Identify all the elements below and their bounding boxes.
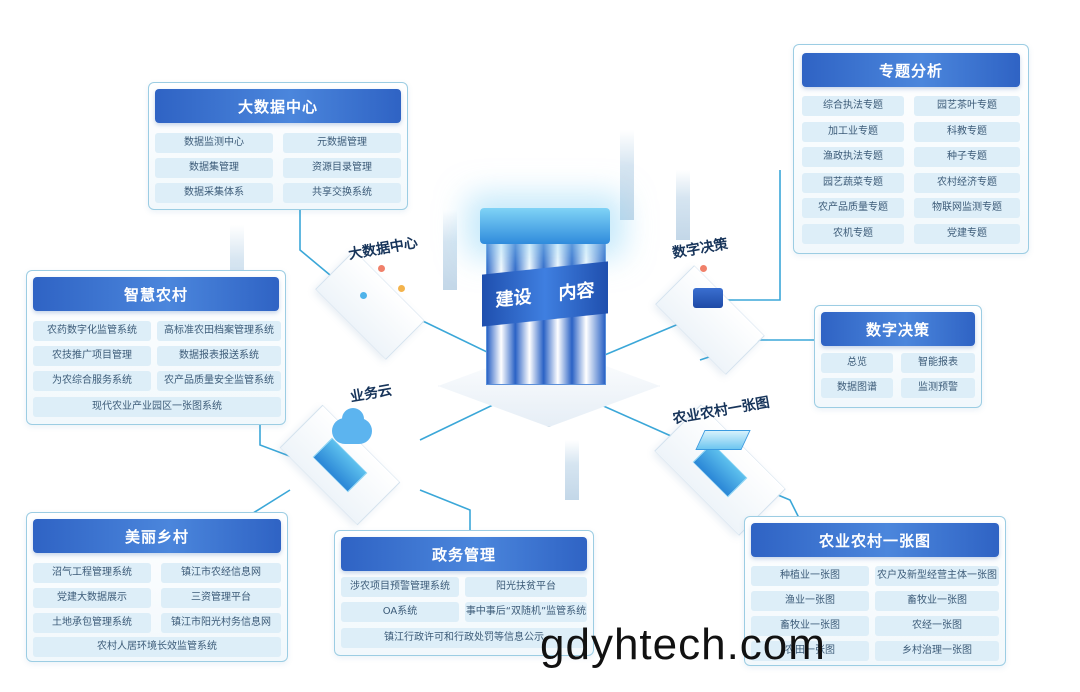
cloud-icon	[332, 408, 372, 444]
panel-item[interactable]: 土地承包管理系统	[33, 613, 151, 633]
center-label-left: 建设	[495, 286, 532, 312]
panel-item[interactable]: 数据报表报送系统	[157, 346, 281, 366]
panel-item[interactable]: 科教专题	[914, 122, 1020, 142]
panel-item[interactable]: 事中事后“双随机”监管系统	[465, 602, 587, 622]
panel-item[interactable]: 物联网监测专题	[914, 198, 1020, 218]
panel-item[interactable]: 党建专题	[914, 224, 1020, 244]
panel-item[interactable]: 总览	[821, 353, 893, 373]
panel-item[interactable]: 综合执法专题	[802, 96, 904, 116]
decision-device-icon	[693, 288, 723, 308]
panel-item[interactable]: 园艺蔬菜专题	[802, 173, 904, 193]
panel-item[interactable]: 元数据管理	[283, 133, 401, 153]
data-node-icon	[378, 265, 385, 272]
decision-dot-icon	[700, 265, 707, 272]
panel-item[interactable]: 园艺茶叶专题	[914, 96, 1020, 116]
panel-item[interactable]: 农产品质量安全监管系统	[157, 371, 281, 391]
data-node-icon	[398, 285, 405, 292]
panel-title: 政务管理	[341, 537, 587, 571]
bg-pillar	[676, 170, 690, 240]
panel-item[interactable]: 渔业一张图	[751, 591, 869, 611]
bg-pillar	[565, 440, 579, 500]
panel-item[interactable]: 农技推广项目管理	[33, 346, 151, 366]
watermark: gdyhtech.com	[540, 620, 826, 669]
panel-item[interactable]: 共享交换系统	[283, 183, 401, 203]
panel-agrimap: 农业农村一张图 种植业一张图 农户及新型经营主体一张图 渔业一张图 畜牧业一张图…	[744, 516, 1006, 666]
panel-item[interactable]: 农产品质量专题	[802, 198, 904, 218]
panel-bigdata: 大数据中心 数据监测中心 元数据管理 数据集管理 资源目录管理 数据采集体系 共…	[148, 82, 408, 210]
bg-pillar	[620, 130, 634, 220]
panel-item[interactable]: 渔政执法专题	[802, 147, 904, 167]
panel-title: 智慧农村	[33, 277, 279, 311]
panel-item[interactable]: 现代农业产业园区一张图系统	[33, 397, 281, 417]
panel-item[interactable]: 农村人居环境长效监管系统	[33, 637, 281, 657]
panel-item[interactable]: 阳光扶贫平台	[465, 577, 587, 597]
bg-pillar	[443, 210, 457, 290]
panel-item[interactable]: 种植业一张图	[751, 566, 869, 586]
panel-item[interactable]: 数据图谱	[821, 378, 893, 398]
panel-item[interactable]: 涉农项目预警管理系统	[341, 577, 459, 597]
panel-item[interactable]: 畜牧业一张图	[875, 591, 999, 611]
panel-item[interactable]: 数据采集体系	[155, 183, 273, 203]
panel-item[interactable]: 资源目录管理	[283, 158, 401, 178]
center-tower-cap	[480, 208, 610, 244]
panel-item[interactable]: 监测预警	[901, 378, 975, 398]
panel-item[interactable]: 镇江行政许可和行政处罚等信息公示	[341, 628, 587, 648]
panel-title: 大数据中心	[155, 89, 401, 123]
panel-item[interactable]: 数据集管理	[155, 158, 273, 178]
panel-item[interactable]: 沼气工程管理系统	[33, 563, 151, 583]
panel-item[interactable]: 为农综合服务系统	[33, 371, 151, 391]
panel-title: 农业农村一张图	[751, 523, 999, 557]
panel-title: 美丽乡村	[33, 519, 281, 553]
panel-item[interactable]: 镇江市农经信息网	[161, 563, 281, 583]
panel-topic: 专题分析 综合执法专题 园艺茶叶专题 加工业专题 科教专题 渔政执法专题 种子专…	[793, 44, 1029, 254]
panel-item[interactable]: 农经一张图	[875, 616, 999, 636]
panel-item[interactable]: 高标准农田档案管理系统	[157, 321, 281, 341]
panel-item[interactable]: 乡村治理一张图	[875, 641, 999, 661]
panel-item[interactable]: 农户及新型经营主体一张图	[875, 566, 999, 586]
panel-item[interactable]: 数据监测中心	[155, 133, 273, 153]
panel-item[interactable]: 农村经济专题	[914, 173, 1020, 193]
panel-decision: 数字决策 总览 智能报表 数据图谱 监测预警	[814, 305, 982, 408]
data-node-icon	[360, 292, 367, 299]
panel-item[interactable]: 加工业专题	[802, 122, 904, 142]
panel-item[interactable]: 党建大数据展示	[33, 588, 151, 608]
panel-item[interactable]: OA系统	[341, 602, 459, 622]
panel-title: 专题分析	[802, 53, 1020, 87]
book-icon	[695, 430, 751, 450]
center-label-right: 内容	[558, 279, 595, 305]
panel-item[interactable]: 智能报表	[901, 353, 975, 373]
panel-item[interactable]: 三资管理平台	[161, 588, 281, 608]
panel-gov: 政务管理 涉农项目预警管理系统 阳光扶贫平台 OA系统 事中事后“双随机”监管系…	[334, 530, 594, 656]
panel-item[interactable]: 种子专题	[914, 147, 1020, 167]
panel-title: 数字决策	[821, 312, 975, 346]
panel-item[interactable]: 农药数字化监管系统	[33, 321, 151, 341]
panel-item[interactable]: 农田一张图	[751, 641, 869, 661]
panel-item[interactable]: 农机专题	[802, 224, 904, 244]
panel-village: 美丽乡村 沼气工程管理系统 镇江市农经信息网 党建大数据展示 三资管理平台 土地…	[26, 512, 288, 662]
panel-smart: 智慧农村 农药数字化监管系统 高标准农田档案管理系统 农技推广项目管理 数据报表…	[26, 270, 286, 425]
panel-item[interactable]: 镇江市阳光村务信息网	[161, 613, 281, 633]
panel-item[interactable]: 畜牧业一张图	[751, 616, 869, 636]
